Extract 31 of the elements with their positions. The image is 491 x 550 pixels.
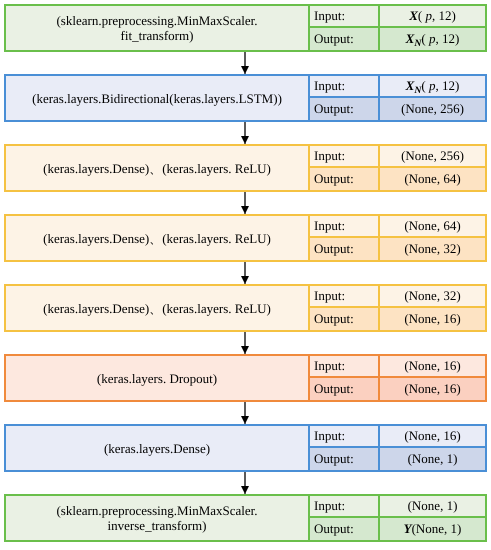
shape-value: X$_{N}$( p, 12): [380, 28, 485, 50]
layer-box: [4, 494, 487, 542]
layer-box: [4, 424, 487, 472]
arrow: [241, 402, 249, 424]
arrow: [241, 122, 249, 144]
row-label: Output:: [310, 448, 380, 470]
arrow: [241, 472, 249, 494]
arrow: [241, 262, 249, 284]
layer-box: [4, 354, 487, 402]
layer-box: [4, 144, 487, 192]
arrow: [241, 52, 249, 74]
row-label: Output:: [310, 308, 380, 330]
shape-value: (None, 1): [380, 448, 485, 470]
row-label: Output:: [310, 518, 380, 540]
layer-box: [4, 4, 487, 52]
arrow: [241, 192, 249, 214]
shape-value: Y(None, 1): [380, 518, 485, 540]
row-label: Output:: [310, 238, 380, 260]
layer-box: [4, 284, 487, 332]
shape-value: (None, 32): [380, 238, 485, 260]
shape-value: (None, 16): [380, 308, 485, 330]
row-label: Output:: [310, 98, 380, 120]
row-label: Output:: [310, 168, 380, 190]
shape-value: (None, 256): [380, 98, 485, 120]
arrow: [241, 332, 249, 354]
shape-value: (None, 64): [380, 168, 485, 190]
shape-value: (None, 16): [380, 378, 485, 400]
layer-box: [4, 214, 487, 262]
row-label: Output:: [310, 378, 380, 400]
layer-box: [4, 74, 487, 122]
row-label: Output:: [310, 28, 380, 50]
